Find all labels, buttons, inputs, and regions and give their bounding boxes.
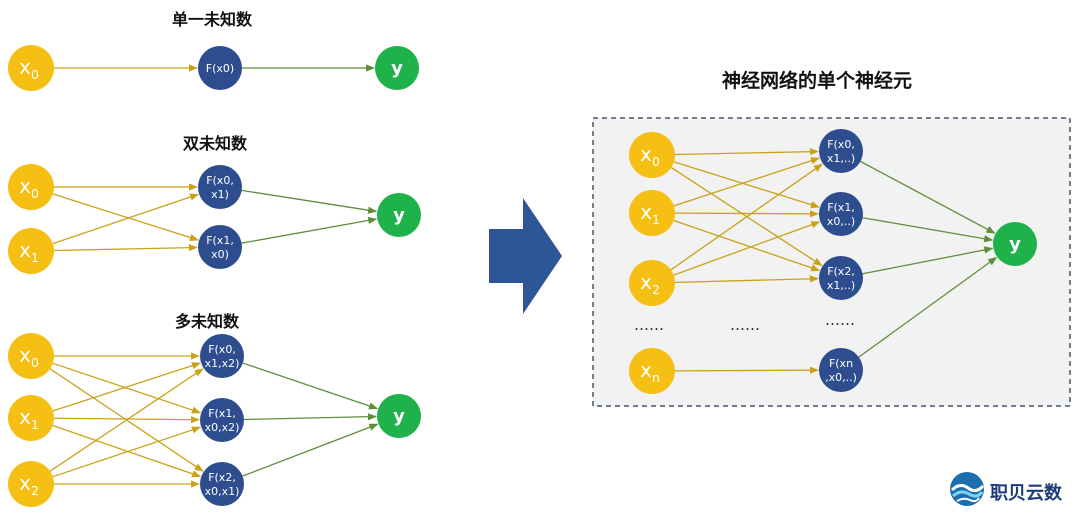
title-multi-unknown: 多未知数 xyxy=(175,312,240,331)
neuron-input-node-3: xn xyxy=(629,348,675,394)
title-single-unknown: 单一未知数 xyxy=(172,10,253,29)
brand-logo-icon xyxy=(950,472,985,506)
neuron-edge-func-3-to-output xyxy=(858,256,998,358)
double-input-node-0: x0 xyxy=(8,164,54,210)
neuron-edge-input-2-to-func-0 xyxy=(670,163,823,271)
double-function-node-1-text-1: x0) xyxy=(211,248,229,261)
double-function-node-1: F(x1,x0) xyxy=(198,225,242,269)
neuron-edge-func-1-to-output xyxy=(862,217,994,243)
neuron-input-node-1: x1 xyxy=(629,190,675,236)
double-edge-func-0-to-output xyxy=(241,189,378,214)
double-function-node-0: F(x0,x1) xyxy=(198,165,242,209)
brand-logo: 职贝云数 xyxy=(948,470,1076,508)
neuron-edge-func-2-to-output xyxy=(862,246,994,275)
neuron-function-node-1-text-1: x0,..) xyxy=(827,215,855,228)
multi-function-node-0: F(x0,x1,x2) xyxy=(200,334,244,378)
neuron-function-node-3-text-0: F(xn xyxy=(829,357,853,370)
neuron-function-node-2-text-1: x1,..) xyxy=(827,279,855,292)
multi-edge-input-2-to-func-1 xyxy=(52,426,202,478)
neuron-function-node-3-text-1: ,x0,..) xyxy=(825,371,857,384)
neuron-edge-input-1-to-func-1 xyxy=(674,210,819,218)
neuron-function-node-0-text-0: F(x0, xyxy=(827,138,855,151)
multi-function-node-1: F(x1,x0,x2) xyxy=(200,398,244,442)
neuron-edge-input-0-to-func-0 xyxy=(674,148,819,156)
double-input-node-0-label: x0 xyxy=(19,174,39,201)
title-neuron: 神经网络的单个神经元 xyxy=(722,70,913,92)
multi-edge-func-0-to-output xyxy=(242,362,379,410)
single-output-node-label: y xyxy=(391,58,403,79)
multi-input-node-2: x2 xyxy=(8,461,54,507)
neuron-edge-input-0-to-func-1 xyxy=(673,161,820,209)
multi-edge-input-1-to-func-0 xyxy=(52,362,201,412)
multi-function-node-0-text-0: F(x0, xyxy=(208,343,236,356)
single-input-node-0: x0 xyxy=(8,45,54,91)
neuron-function-node-2: F(x2,x1,..) xyxy=(819,256,863,300)
multi-function-node-2-text-1: x0,x1) xyxy=(205,485,240,498)
double-input-node-1-label: x1 xyxy=(19,238,39,265)
multi-function-node-1-text-0: F(x1, xyxy=(208,407,236,420)
title-double-unknown: 双未知数 xyxy=(183,134,248,153)
neuron-input-node-0: x0 xyxy=(629,132,675,178)
neuron-edge-input-2-to-func-2 xyxy=(674,275,819,284)
double-input-node-1: x1 xyxy=(8,228,54,274)
ellipsis-marker-0: …… xyxy=(634,316,664,334)
multi-output-node: y xyxy=(377,394,421,438)
brand-logo-text: 职贝云数 xyxy=(990,483,1062,504)
neuron-input-node-1-label: x1 xyxy=(640,200,660,227)
multi-edge-input-2-to-func-0 xyxy=(49,368,204,472)
double-edge-input-0-to-func-1 xyxy=(52,193,199,242)
multi-function-node-2-text-0: F(x2, xyxy=(208,471,236,484)
multi-edge-input-0-to-func-1 xyxy=(52,362,202,414)
multi-input-node-0-label: x0 xyxy=(19,343,39,370)
neuron-output-node-label: y xyxy=(1009,234,1021,255)
multi-edge-input-1-to-func-2 xyxy=(52,424,202,478)
double-edge-func-1-to-output xyxy=(241,216,378,244)
neuron-function-node-0-text-1: x1,..) xyxy=(827,152,855,165)
double-function-node-1-text-0: F(x1, xyxy=(206,234,234,247)
neuron-edge-input-3-to-func-3 xyxy=(674,366,819,374)
multi-input-node-1: x1 xyxy=(8,395,54,441)
neuron-function-node-1: F(x1,x0,..) xyxy=(819,192,863,236)
ellipsis-marker-2: …… xyxy=(825,311,855,329)
neuron-output-node: y xyxy=(993,222,1037,266)
multi-edge-input-1-to-func-1 xyxy=(53,416,200,424)
double-output-node: y xyxy=(377,193,421,237)
multi-function-node-2: F(x2,x0,x1) xyxy=(200,462,244,506)
double-edge-input-1-to-func-1 xyxy=(53,244,198,252)
ellipsis-marker-1: …… xyxy=(730,316,760,334)
transition-arrow xyxy=(489,198,562,314)
neuron-edge-input-1-to-func-2 xyxy=(673,219,821,272)
neuron-edge-input-2-to-func-1 xyxy=(673,221,821,276)
double-edge-input-1-to-func-0 xyxy=(52,193,200,245)
neuron-input-node-2: x2 xyxy=(629,260,675,306)
double-output-node-label: y xyxy=(393,205,405,226)
neuron-input-node-3-label: xn xyxy=(640,358,660,385)
multi-input-node-0: x0 xyxy=(8,333,54,379)
double-function-node-0-text-1: x1) xyxy=(211,188,229,201)
double-function-node-0-text-0: F(x0, xyxy=(206,174,234,187)
neuron-function-node-0: F(x0,x1,..) xyxy=(819,129,863,173)
multi-edge-func-2-to-output xyxy=(242,423,379,477)
multi-input-node-2-label: x2 xyxy=(19,471,39,498)
neuron-edge-func-0-to-output xyxy=(860,160,996,234)
neuron-edge-input-1-to-func-0 xyxy=(673,157,821,207)
multi-function-node-0-text-1: x1,x2) xyxy=(205,357,240,370)
multi-output-node-label: y xyxy=(393,406,405,427)
neuron-input-node-2-label: x2 xyxy=(640,270,660,297)
single-function-node-0-text-0: F(x0) xyxy=(206,62,234,75)
multi-function-node-1-text-1: x0,x2) xyxy=(205,421,240,434)
multi-input-node-1-label: x1 xyxy=(19,405,39,432)
single-output-node: y xyxy=(375,46,419,90)
neuron-function-node-2-text-0: F(x2, xyxy=(827,265,855,278)
multi-edge-func-1-to-output xyxy=(243,413,377,421)
neuron-input-node-0-label: x0 xyxy=(640,142,660,169)
single-input-node-0-label: x0 xyxy=(19,55,39,82)
single-function-node-0: F(x0) xyxy=(198,46,242,90)
neuron-function-node-3: F(xn,x0,..) xyxy=(819,348,863,392)
neuron-function-node-1-text-0: F(x1, xyxy=(827,201,855,214)
